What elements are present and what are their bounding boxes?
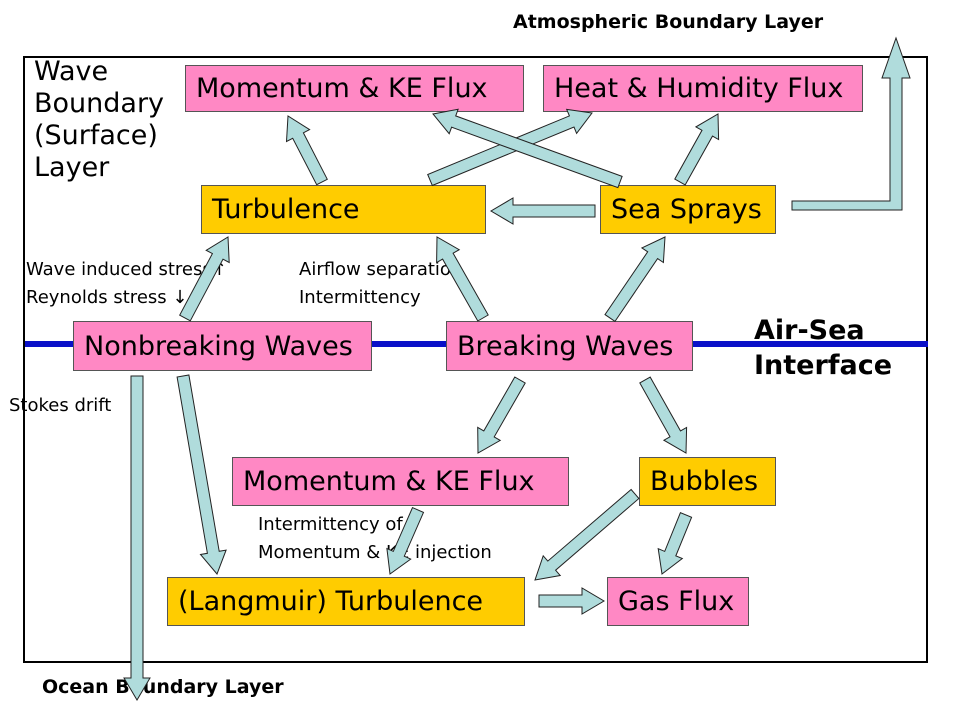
arrow-breaking-to-bubbles (639, 376, 688, 454)
arrow-momentum-to-langmuir (386, 506, 425, 575)
wave-layer-line-2: Boundary (34, 88, 165, 119)
wave-layer-line-4: Layer (34, 152, 110, 183)
arrow-nonbreaking-to-langmuir (176, 374, 227, 575)
arrow-breaking-to-turbulence (436, 236, 489, 322)
momentum-ke-flux-top-box: Momentum & KE Flux (185, 65, 524, 112)
air-sea-interface-label: Air-Sea Interface (754, 313, 892, 383)
arrow-seasprays-to-momentum-flux (432, 108, 623, 189)
heat-humidity-flux-box: Heat & Humidity Flux (543, 65, 863, 112)
langmuir-turbulence-box: (Langmuir) Turbulence (167, 577, 525, 626)
arrow-breaking-to-momentum-flux (477, 376, 526, 454)
wave-layer-line-1: Wave (34, 56, 109, 87)
ocean-boundary-layer-label: Ocean Boundary Layer (42, 676, 284, 698)
arrow-stokes-drift-down (123, 375, 151, 701)
interface-line-2: Interface (754, 350, 893, 381)
arrow-nonbreaking-to-turbulence (179, 236, 230, 322)
arrow-turbulence-to-momentum-flux (285, 115, 328, 186)
intermittency-of-label: Intermittency of (258, 514, 403, 535)
arrow-seasprays-to-turbulence (490, 197, 596, 225)
atmospheric-boundary-layer-label: Atmospheric Boundary Layer (513, 11, 824, 33)
bubbles-box: Bubbles (639, 457, 776, 506)
momentum-ke-injection-label: Momentum & KE injection (258, 542, 492, 563)
stokes-drift-label: Stokes drift (9, 395, 112, 416)
arrow-langmuir-to-gasflux (538, 587, 605, 615)
nonbreaking-waves-box: Nonbreaking Waves (73, 321, 372, 371)
intermittency-label: Intermittency (299, 287, 421, 308)
gas-flux-box: Gas Flux (607, 577, 749, 626)
arrow-bubbles-to-gasflux (657, 512, 693, 575)
wave-boundary-layer-label: Wave Boundary (Surface) Layer (34, 56, 164, 184)
turbulence-box: Turbulence (201, 185, 486, 234)
breaking-waves-box: Breaking Waves (446, 321, 693, 371)
interface-line-1: Air-Sea (754, 315, 865, 346)
momentum-ke-flux-bottom-box: Momentum & KE Flux (232, 457, 569, 506)
reynolds-stress-label: Reynolds stress ↓ (26, 287, 187, 308)
wave-induced-stress-text: Wave induced stress (26, 259, 212, 280)
wave-layer-line-3: (Surface) (34, 120, 158, 151)
down-arrow-icon: ↓ (172, 287, 188, 308)
arrow-seasprays-to-heat-flux (674, 113, 720, 186)
arrow-seasprays-to-atmospheric-layer (791, 36, 911, 211)
diagram-frame (23, 56, 928, 663)
reynolds-stress-text: Reynolds stress (26, 287, 167, 308)
arrow-bubbles-to-langmuir (534, 488, 640, 581)
sea-sprays-box: Sea Sprays (600, 185, 776, 234)
arrow-breaking-to-seasprays (604, 236, 666, 323)
airflow-separation-label: Airflow separation (299, 259, 463, 280)
